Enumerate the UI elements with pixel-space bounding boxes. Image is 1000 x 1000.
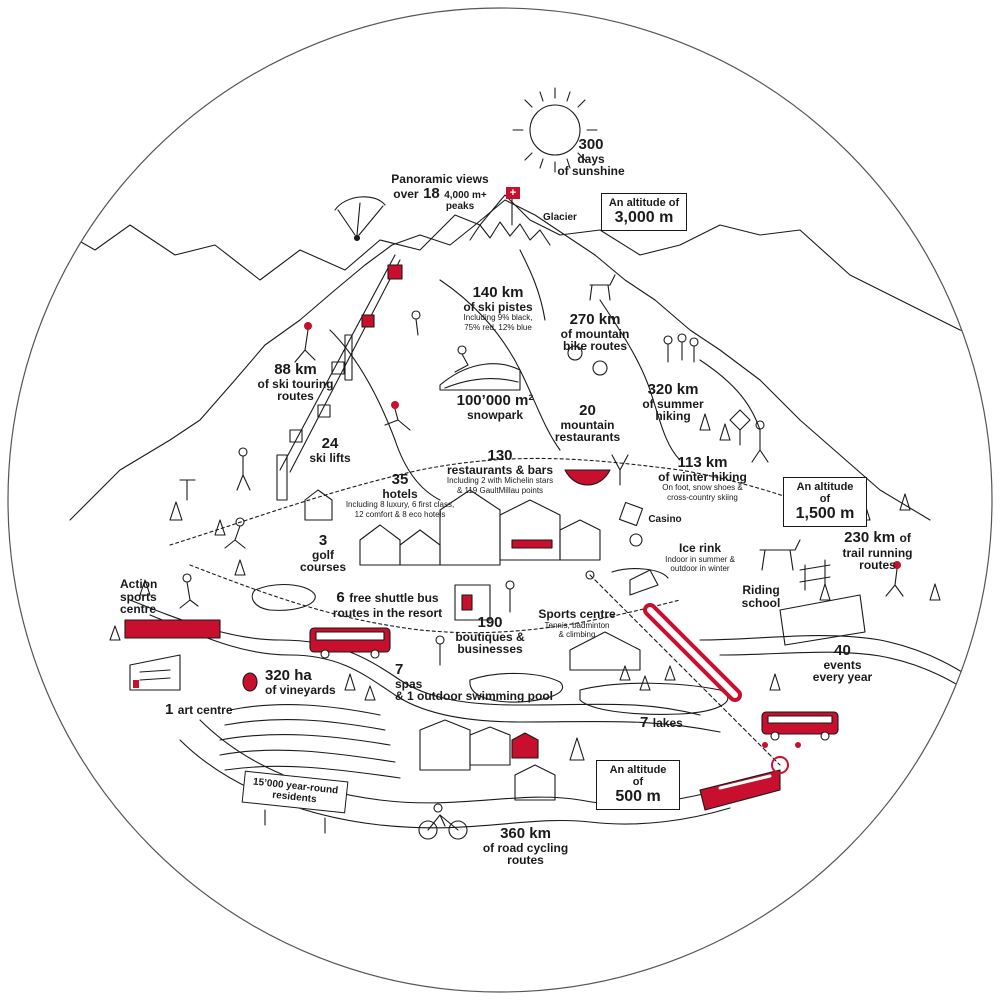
ski-lifts-label: 24 ski lifts	[309, 435, 351, 465]
spas-label: 7 spas & 1 outdoor swimming pool	[395, 661, 553, 704]
hotels-label: 35 hotels Including 8 luxury, 6 first cl…	[345, 471, 455, 519]
lake-1	[579, 682, 729, 715]
bike-routes-label: 270 km of mountain bike routes	[560, 311, 630, 354]
ice-rink-label: Ice rink Indoor in summer & outdoor in w…	[665, 541, 735, 573]
altitude-3000-sign: An altitude of 3,000 m	[601, 193, 687, 231]
tree-icons	[109, 413, 941, 761]
horse-icon	[759, 539, 831, 591]
road-cycling-label: 360 km of road cycling routes	[482, 825, 569, 868]
sunshine-label: 300 days of sunshine	[555, 137, 627, 178]
ski-touring-label: 88 km of ski touring routes	[257, 361, 334, 404]
glacier-label: Glacier	[543, 212, 577, 223]
action-sports-label: Action sports centre	[120, 577, 158, 617]
action-sports-ramp	[124, 619, 221, 639]
snowpark-jump	[439, 363, 521, 391]
bus-icon-2	[761, 711, 839, 741]
riding-school-label: Riding school	[741, 583, 781, 610]
mountain-restaurants-label: 20 mountain restaurants	[554, 402, 621, 445]
altitude-500-sign: An altitude of 500 m	[596, 760, 680, 810]
golf-green	[251, 584, 316, 611]
ski-pistes-label: 140 km of ski pistes Including 9% black,…	[463, 284, 533, 332]
trail-running-label: 230 km of trail running routes	[842, 529, 913, 573]
lakes-label: 7 lakes	[640, 714, 683, 731]
sunshine-value: 300	[578, 136, 604, 153]
paraglider-icon	[334, 196, 386, 242]
altitude-1500-sign: An altitude of 1,500 m	[783, 477, 867, 527]
boutiques-label: 190 boutiques & businesses	[455, 614, 525, 657]
main-mountain	[69, 199, 931, 521]
events-billboard	[779, 594, 866, 646]
funicular-icon	[585, 570, 781, 766]
bus-icon	[309, 627, 391, 659]
swiss-flag-icon: +	[506, 187, 520, 199]
winter-hiking-label: 113 km of winter hiking On foot, snow sh…	[658, 454, 747, 502]
sports-centre-label: Sports centre Tennis, badminton & climbi…	[538, 607, 616, 639]
vineyards-label: 320 ha of vineyards	[265, 667, 336, 697]
village-buildings	[129, 489, 641, 801]
casino-label: Casino	[648, 514, 682, 525]
shuttle-label: 6 free shuttle bus routes in the resort	[332, 589, 443, 620]
casino-icon	[618, 501, 644, 547]
panorama-label: Panoramic views over 18 4,000 m+ peaks	[391, 172, 489, 213]
ibex-icon	[589, 274, 616, 301]
map-border	[7, 7, 993, 993]
fondue-icon	[564, 454, 629, 486]
vineyard-terraces	[219, 672, 401, 779]
train-icon	[699, 742, 801, 811]
lift-pylons	[276, 334, 353, 501]
snowpark-label: 100’000 m² snowpark	[456, 392, 534, 422]
ice-skate-icon	[629, 569, 659, 596]
pool	[469, 672, 563, 703]
events-label: 40 events every year	[812, 642, 873, 685]
summer-hiking-label: 320 km of summer hiking	[642, 381, 704, 424]
art-centre-label: 1 art centre	[165, 701, 233, 718]
golf-label: 3 golf courses	[299, 532, 347, 575]
skier-figures	[179, 310, 904, 840]
sun-icon	[512, 87, 598, 173]
restaurants-label: 130 restaurants & bars Including 2 with …	[446, 447, 554, 495]
gondola-icons	[289, 264, 403, 443]
